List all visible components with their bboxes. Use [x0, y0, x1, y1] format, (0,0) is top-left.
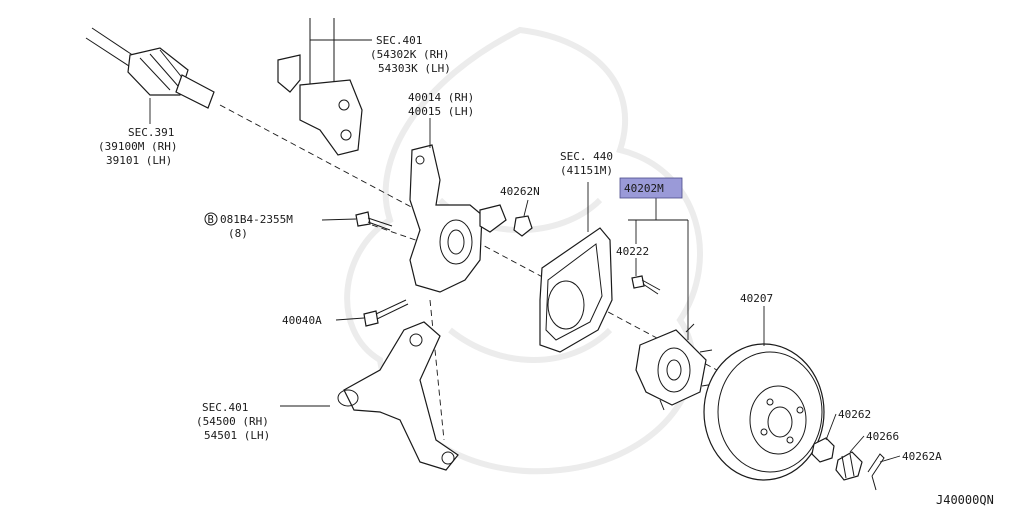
label-sec401-top-rh: (54302K (RH): [370, 48, 449, 61]
drive-shaft: [85, 27, 215, 109]
label-sec391-title: SEC.391: [128, 126, 174, 139]
label-sec391-lh: 39101 (LH): [106, 154, 172, 167]
label-sec440-part: (41151M): [560, 164, 613, 177]
label-sec401-top-lh: 54303K (LH): [378, 62, 451, 75]
label-sec391-rh: (39100M (RH): [98, 140, 177, 153]
cotter-pin: [867, 453, 885, 491]
label-nut-40262: 40262: [838, 408, 871, 421]
label-sec401-low-title: SEC.401: [202, 401, 248, 414]
hub-label-highlight: [619, 177, 683, 199]
lower-control-arm: [337, 321, 459, 471]
diagram-code: J40000QN: [936, 493, 994, 507]
label-sec401-top-title: SEC.401: [376, 34, 422, 47]
label-sec440-title: SEC. 440: [560, 150, 613, 163]
label-knuckle-lh: 40015 (LH): [408, 105, 474, 118]
strut-bracket: [277, 18, 363, 156]
label-knuckle-rh: 40014 (RH): [408, 91, 474, 104]
steering-knuckle: [409, 144, 507, 293]
label-sec401-low-lh: 54501 (LH): [204, 429, 270, 442]
bolt-081b4: [355, 211, 393, 231]
label-rotor-40207: 40207: [740, 292, 773, 305]
brake-rotor: [703, 343, 825, 481]
label-sec401-low-rh: (54500 (RH): [196, 415, 269, 428]
label-hub-40202m: 40202M: [624, 182, 664, 195]
wheel-hub: [635, 323, 715, 411]
label-cap-40266: 40266: [866, 430, 899, 443]
label-stud-40222: 40222: [616, 245, 649, 258]
label-bolt-40040a: 40040A: [282, 314, 322, 327]
dust-shield: [539, 227, 613, 353]
label-pin-40262a: 40262A: [902, 450, 942, 463]
hub-stud: [631, 275, 661, 295]
label-bolt-qty: (8): [228, 227, 248, 240]
label-nut-40262n: 40262N: [500, 185, 540, 198]
label-bolt-circle-letter: B: [208, 214, 214, 226]
nut-40262n: [513, 215, 533, 237]
label-bolt-081b4: 081B4-2355M: [220, 213, 293, 226]
labels: SEC.391 (39100M (RH) 39101 (LH) SEC.401 …: [98, 34, 994, 507]
label-bolt-circle-marker: [204, 212, 218, 226]
bolt-40040a: [363, 299, 409, 327]
nut-cap: [835, 451, 863, 481]
hub-nut: [811, 437, 835, 463]
leader-lines: [149, 39, 901, 463]
